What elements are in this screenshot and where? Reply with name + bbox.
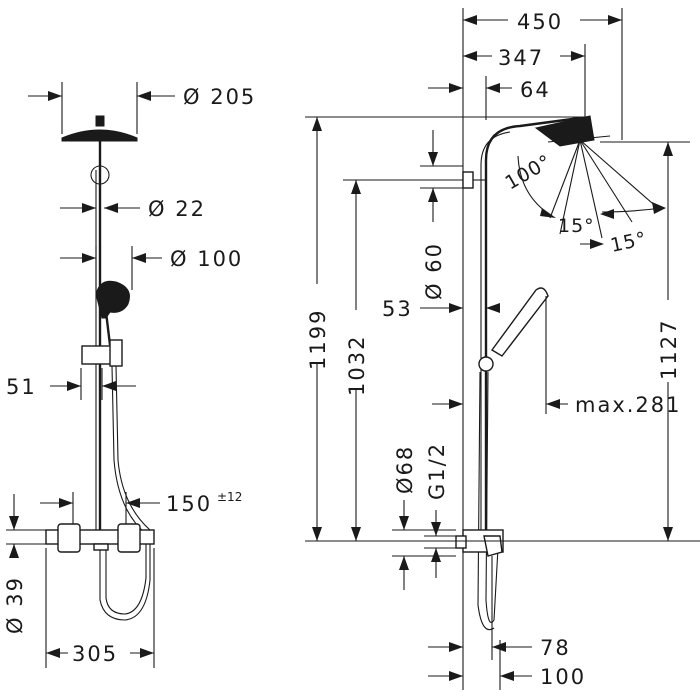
spray-line	[579, 139, 603, 239]
hose	[99, 365, 151, 621]
dim-arrow	[492, 642, 506, 652]
riser-edge	[480, 131, 511, 540]
dim-bar-diameter: Ø 22	[148, 197, 206, 221]
dim-offset-53: 53	[382, 297, 413, 321]
riser-with-arm	[484, 116, 581, 540]
wall-bracket	[90, 165, 110, 185]
label-bg	[343, 310, 369, 390]
dim-arrow	[312, 117, 322, 131]
dim-arrow	[571, 51, 585, 61]
dim-spout-tolerance: ±12	[217, 490, 242, 504]
dim-offset-64: 64	[520, 78, 551, 102]
dim-arrow	[46, 648, 60, 658]
dim-arrow	[428, 188, 438, 202]
dim-width-305: 305	[72, 642, 118, 666]
dim-arrow	[351, 180, 361, 194]
dim-arrow	[463, 15, 477, 25]
dim-arrow	[59, 498, 73, 508]
side-view: 450 347 64 100° 15° 15°	[304, 8, 700, 690]
dim-offset-100: 100	[540, 665, 586, 689]
dim-arrow	[590, 239, 604, 249]
wall-connector	[455, 535, 467, 549]
dim-max-281: max.281	[575, 393, 682, 417]
spray-line	[579, 139, 633, 223]
label-bg	[656, 300, 682, 382]
dim-offset-78: 78	[540, 636, 571, 660]
spray-line	[549, 139, 581, 219]
dim-arrow	[132, 253, 146, 263]
overhead-shower-head	[61, 129, 138, 142]
dim-height-1127: 1127	[657, 319, 681, 380]
hand-shower-head	[95, 280, 130, 319]
left-handle	[57, 523, 81, 553]
slider-clip	[109, 339, 123, 367]
dim-arrow	[9, 544, 19, 558]
dim-arrow	[140, 648, 154, 658]
dim-arrow	[663, 527, 673, 541]
dim-arrow	[399, 556, 409, 570]
dim-arrow	[431, 548, 441, 562]
head-connector	[95, 115, 105, 127]
dim-angle-15-b: 15°	[608, 228, 648, 257]
dim-thread-g12: G1/2	[425, 442, 449, 500]
dim-arrow	[540, 208, 556, 218]
hose-side	[485, 371, 499, 624]
dim-arrow	[82, 203, 96, 213]
dim-angle-100: 100°	[502, 150, 556, 194]
dim-arrow	[428, 152, 438, 166]
dim-arrow	[449, 671, 463, 681]
dim-arrow	[399, 516, 409, 530]
dim-reach-450: 450	[517, 10, 563, 34]
spray-line	[559, 139, 581, 235]
dim-rail-60: Ø 60	[422, 242, 446, 300]
hose-inner	[105, 365, 147, 615]
dim-hand-shower-diameter: Ø 100	[170, 247, 243, 271]
dim-arrow	[486, 83, 500, 93]
dim-arrow	[663, 142, 673, 156]
label-bg	[68, 640, 130, 664]
dim-arrow	[600, 209, 614, 219]
dim-arrow	[351, 527, 361, 541]
dim-arrow	[67, 381, 81, 391]
dim-connection-68: Ø68	[393, 445, 417, 494]
dim-arrow	[608, 15, 622, 25]
dim-arrow	[486, 303, 500, 313]
dim-arrow	[137, 91, 151, 101]
head-face	[547, 135, 611, 143]
dim-arrow	[449, 83, 463, 93]
dim-arrow	[431, 522, 441, 536]
right-handle	[117, 523, 141, 553]
dim-offset-51: 51	[6, 375, 37, 399]
label-bg	[304, 284, 330, 364]
dim-arrow	[463, 51, 477, 61]
dim-arrow	[126, 498, 140, 508]
spray-line	[579, 139, 661, 211]
spout	[93, 543, 109, 551]
dim-arrow	[652, 202, 666, 214]
dim-arrow	[546, 399, 560, 409]
dim-height-1032: 1032	[345, 335, 369, 396]
dim-connection-39: Ø 39	[3, 576, 27, 634]
dim-height-1199: 1199	[306, 309, 330, 370]
dim-arrow	[449, 642, 463, 652]
dim-arrow	[9, 516, 19, 530]
dim-arrow	[102, 381, 116, 391]
slider-side	[478, 356, 494, 372]
dim-angle-15-a: 15°	[558, 215, 595, 237]
dim-head-diameter: Ø 205	[183, 85, 256, 109]
dim-arrow	[82, 253, 96, 263]
dim-arrow	[48, 91, 62, 101]
dim-reach-347: 347	[498, 46, 544, 70]
hand-shower-side	[490, 287, 549, 357]
dim-spout-150: 150	[166, 492, 212, 516]
dim-arrow	[449, 303, 463, 313]
dim-arrow	[500, 671, 514, 681]
handle-side	[483, 535, 503, 557]
wall-bracket-side	[462, 171, 474, 189]
dim-arrow	[312, 527, 322, 541]
dim-arrow	[104, 203, 118, 213]
dim-arrow	[449, 399, 463, 409]
front-view: Ø 205 Ø 22 Ø 100 51 150 ±12	[3, 82, 256, 668]
